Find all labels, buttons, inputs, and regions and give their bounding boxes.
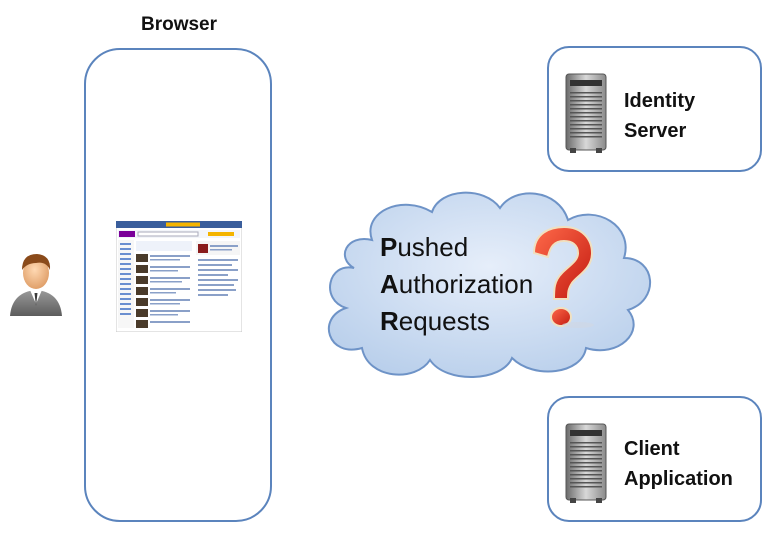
- cloud-line-3: Requests: [380, 306, 490, 336]
- server-tower-icon: [565, 423, 607, 503]
- identity-server-label: Identity Server: [624, 86, 695, 146]
- webpage-thumbnail: [116, 221, 242, 332]
- cloud-line-2: Authorization: [380, 269, 534, 299]
- client-application-label: Client Application: [624, 434, 733, 494]
- identity-label-line2: Server: [624, 120, 687, 142]
- browser-title: Browser: [140, 14, 218, 35]
- client-label-line2: Application: [624, 468, 733, 490]
- client-label-line1: Client: [624, 438, 680, 460]
- identity-label-line1: Identity: [624, 90, 696, 112]
- cloud-line-1: Pushed: [380, 232, 469, 262]
- identity-server-box: [547, 46, 762, 172]
- cloud-text: Pushed Authorization Requests: [380, 229, 533, 340]
- server-tower-icon: [565, 73, 607, 153]
- question-mark-icon: [532, 225, 594, 328]
- user-avatar-icon: [10, 254, 62, 316]
